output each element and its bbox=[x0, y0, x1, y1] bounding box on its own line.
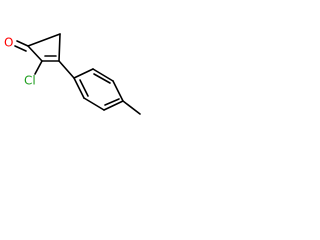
bond-ar-inner3 bbox=[93, 73, 111, 84]
bond-ar5 bbox=[92, 68, 114, 82]
bond-ar6 bbox=[73, 68, 94, 79]
bond-c4-c1 bbox=[27, 33, 61, 47]
bond-carbonyl-double bbox=[14, 45, 27, 52]
bond-methyl bbox=[122, 100, 141, 115]
bond-ar2 bbox=[83, 97, 105, 111]
bond-c3-c4 bbox=[58, 33, 61, 62]
bond-ar-inner2 bbox=[104, 98, 120, 106]
oxygen-label: O bbox=[4, 36, 13, 50]
bond-ar4 bbox=[112, 80, 124, 102]
chlorine-label: Cl bbox=[24, 74, 36, 88]
molecule-diagram: O Cl bbox=[4, 33, 141, 115]
structure-canvas: O Cl bbox=[0, 0, 150, 150]
bond-ring-aryl bbox=[58, 60, 75, 79]
bond-ar1 bbox=[73, 77, 85, 99]
bond-carbonyl bbox=[16, 40, 29, 47]
bond-ar3 bbox=[103, 100, 124, 111]
bond-c-cl bbox=[34, 60, 43, 75]
bond-c1-c2 bbox=[27, 45, 43, 62]
bond-ar-inner1 bbox=[79, 79, 89, 97]
